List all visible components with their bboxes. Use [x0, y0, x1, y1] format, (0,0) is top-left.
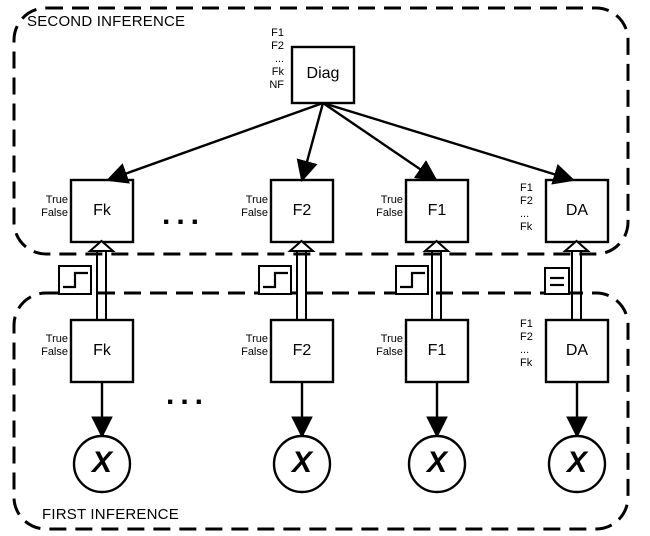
edge-diag-f1 [322, 102, 438, 182]
evidence-node-x1 [72, 434, 132, 494]
second-ellipsis: ... [162, 198, 206, 231]
second-f2-label: F2 [292, 202, 312, 219]
second-f1-states: True False [376, 194, 403, 219]
first-f1-node [404, 318, 470, 384]
first-fk-node [69, 318, 135, 384]
first-da-node [544, 318, 610, 384]
evidence-label-x1: X [91, 446, 112, 479]
evidence-label-x4: X [566, 446, 587, 479]
second-fk-label: Fk [93, 202, 111, 219]
evidence-node-x3 [407, 434, 467, 494]
first-da-label: DA [565, 342, 589, 359]
transfer-arrow-da [562, 239, 591, 320]
first-inference-title: FIRST INFERENCE [42, 506, 179, 523]
edge-diag-da [322, 101, 576, 185]
edge-diag-fk [105, 101, 324, 184]
first-fk-label: Fk [93, 342, 111, 359]
first-f2-label: F2 [292, 342, 312, 359]
equals-icon [544, 267, 570, 295]
second-inference-region [12, 6, 630, 256]
first-da-states: F1 F2 ... Fk [520, 318, 533, 369]
step-function-icon [395, 265, 429, 295]
first-ellipsis: ... [166, 378, 210, 411]
second-f2-states: True False [241, 194, 268, 219]
second-fk-states: True False [41, 194, 68, 219]
evidence-node-x4 [547, 434, 607, 494]
first-f1-label: F1 [427, 342, 447, 359]
evidence-label-x3: X [426, 446, 447, 479]
transfer-arrow-f2 [287, 239, 316, 320]
second-da-states: F1 F2 ... Fk [520, 182, 533, 233]
evidence-label-x2: X [291, 446, 312, 479]
first-f2-states: True False [241, 333, 268, 358]
first-inference-region [12, 291, 630, 531]
first-fk-states: True False [41, 333, 68, 358]
step-function-icon [58, 265, 92, 295]
evidence-node-x2 [272, 434, 332, 494]
diag-label: Diag [306, 65, 340, 82]
first-f1-states: True False [376, 333, 403, 358]
diag-node [290, 45, 356, 105]
second-da-label: DA [565, 202, 589, 219]
second-inference-title: SECOND INFERENCE [27, 13, 186, 30]
transfer-arrow-fk [87, 239, 116, 320]
edge-diag-f2 [296, 102, 325, 183]
step-function-icon [258, 265, 292, 295]
transfer-arrow-f1 [422, 239, 451, 320]
second-f2-node [269, 178, 335, 244]
second-f1-label: F1 [427, 202, 447, 219]
diag-states: F1 F2 ... Fk NF [269, 27, 284, 91]
second-f1-node [404, 178, 470, 244]
first-f2-node [269, 318, 335, 384]
